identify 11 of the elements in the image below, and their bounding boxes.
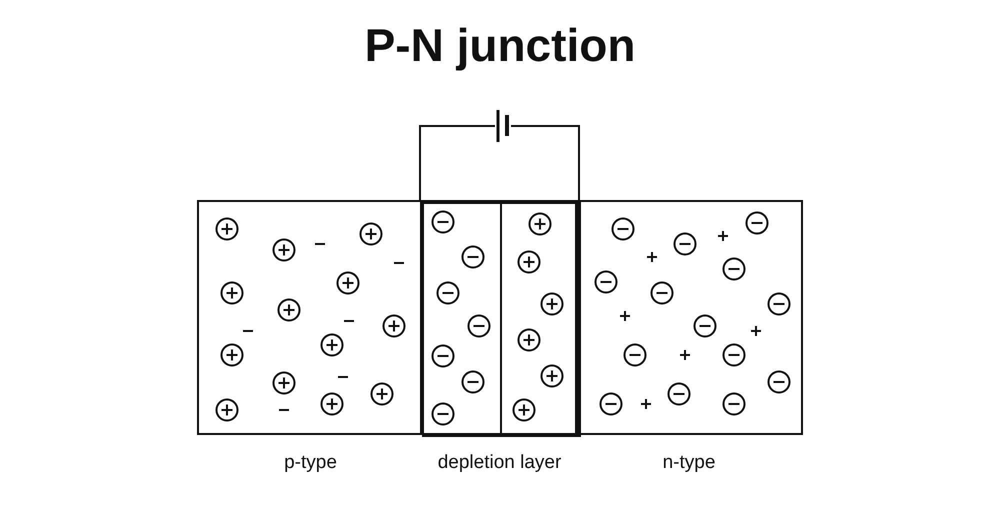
wire [419, 125, 495, 200]
depletion-layer-region [420, 200, 579, 435]
region-label: depletion layer [438, 452, 562, 474]
battery-symbol [495, 108, 511, 144]
semiconductor-region [500, 202, 581, 437]
region-label: n-type [662, 452, 716, 474]
title: P-N junction [364, 18, 636, 72]
wire [511, 125, 580, 200]
semiconductor-region [575, 200, 803, 435]
region-label: p-type [284, 452, 337, 474]
semiconductor-region [422, 202, 502, 437]
